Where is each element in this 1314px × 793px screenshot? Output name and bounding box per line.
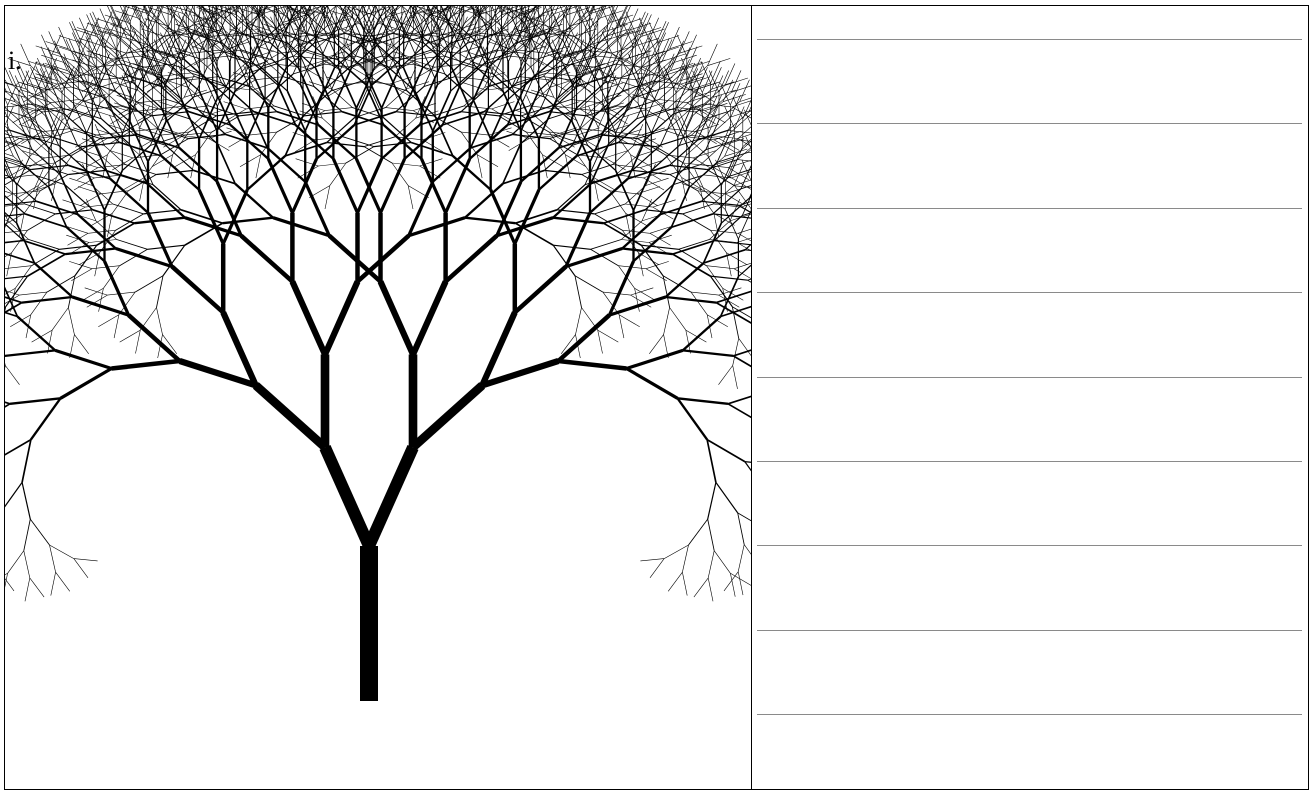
image-cell: i. bbox=[5, 6, 752, 789]
writing-line bbox=[757, 292, 1302, 293]
answer-lines-cell bbox=[752, 6, 1308, 789]
writing-line bbox=[757, 208, 1302, 209]
writing-line bbox=[757, 123, 1302, 124]
writing-line bbox=[757, 545, 1302, 546]
writing-line bbox=[757, 461, 1302, 462]
writing-line bbox=[757, 39, 1302, 40]
tree-branches bbox=[5, 6, 752, 701]
fractal-tree-image bbox=[5, 6, 752, 791]
writing-line bbox=[757, 630, 1302, 631]
worksheet-table: i. bbox=[4, 5, 1309, 790]
writing-line bbox=[757, 377, 1302, 378]
writing-line bbox=[757, 714, 1302, 715]
